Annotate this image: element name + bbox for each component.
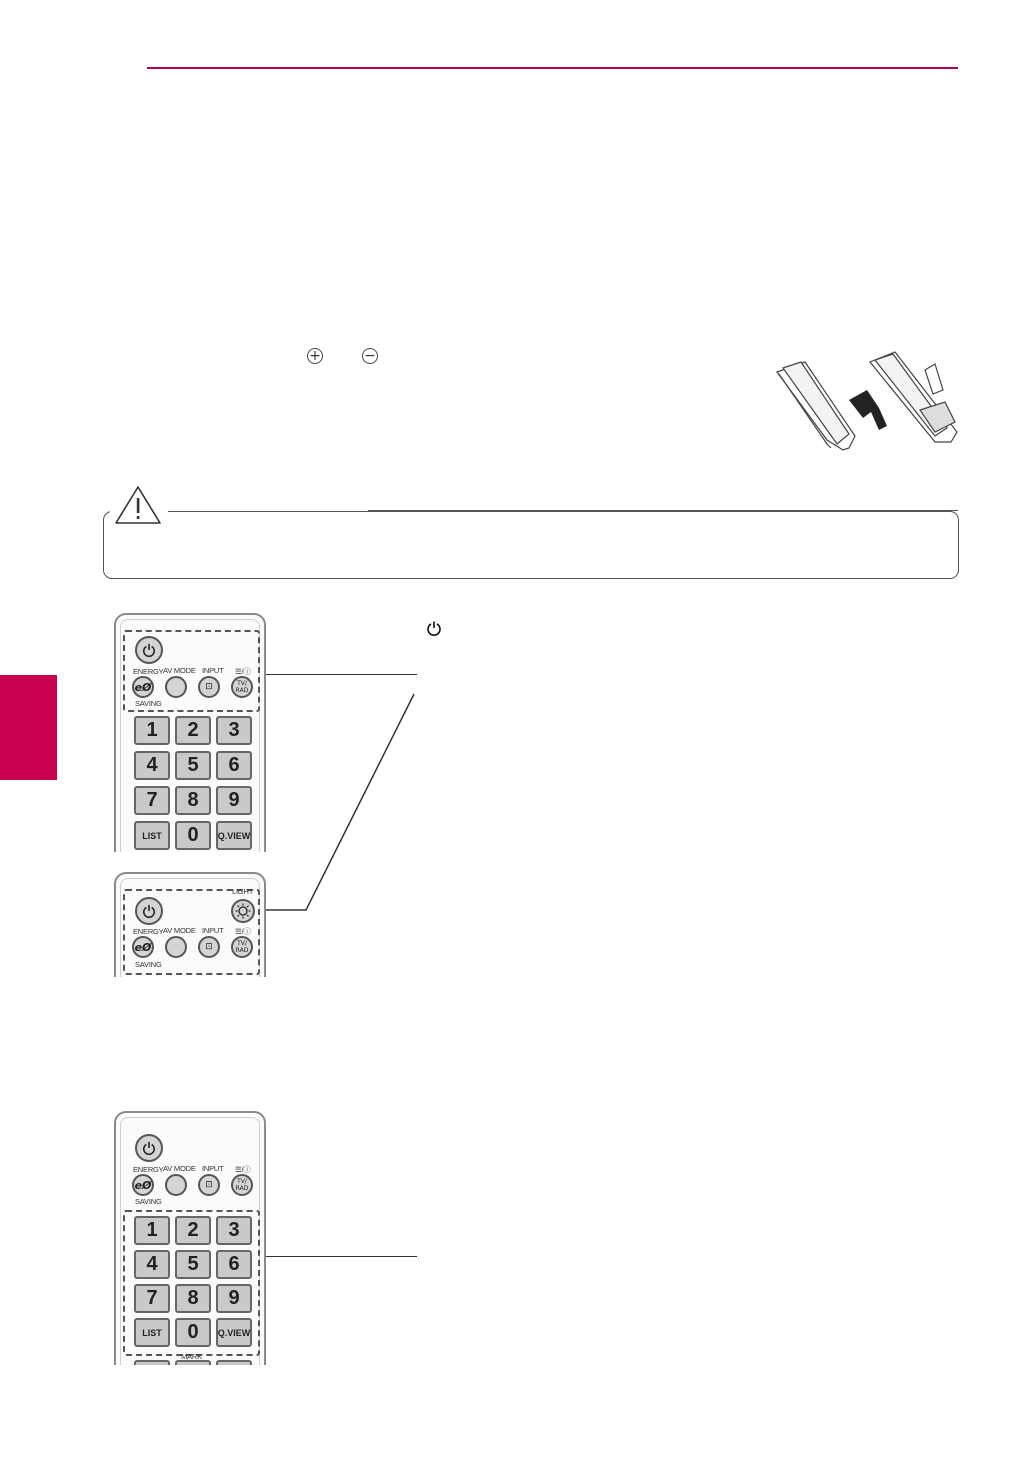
tvrad-button[interactable]: TV/ RAD [231,676,253,698]
plus-polarity-icon: + [307,348,323,364]
key-9[interactable]: 9 [216,786,252,815]
power-icon [142,1141,156,1155]
key-list[interactable]: LIST [134,821,170,850]
energy-label: ENERGY [133,667,164,676]
top-buttons-dashed-frame [123,630,260,712]
energy-label: ENERGY [133,1165,164,1174]
key-9[interactable]: 9 [216,1284,252,1313]
key-partial-left[interactable] [134,1360,170,1365]
key-2[interactable]: 2 [175,716,211,745]
caution-box [103,511,959,579]
minus-polarity-icon: − [362,348,378,364]
top-buttons-dashed-frame [123,889,260,975]
mark-label: MARK [181,1352,202,1361]
power-icon [427,621,441,636]
remote-middle: LIGHT ENERGY AV MODE INPUT ☰/ⓘ eØ ⊡ TV/ … [113,871,267,977]
input-icon: ⊡ [205,1180,213,1190]
number-keys-dashed-frame [123,1210,260,1356]
power-button[interactable] [135,1134,163,1162]
battery-install-illustration [776,351,958,451]
input-label: INPUT [202,666,224,675]
key-3[interactable]: 3 [216,716,252,745]
energy-saving-icon: eØ [134,940,152,954]
key-6[interactable]: 6 [216,751,252,780]
power-icon [142,904,156,918]
warning-triangle-icon [115,486,161,524]
key-qview[interactable]: Q.VIEW [216,1318,252,1347]
input-button[interactable]: ⊡ [198,1174,220,1196]
tvrad-top-label: ☰/ⓘ [235,667,251,676]
caution-title-rule [368,510,958,511]
saving-label: SAVING [135,960,162,969]
key-7[interactable]: 7 [134,786,170,815]
input-button[interactable]: ⊡ [198,936,220,958]
input-label: INPUT [202,926,224,935]
tvrad-top-label: ☰/ⓘ [235,1165,251,1174]
key-2[interactable]: 2 [175,1216,211,1245]
key-3[interactable]: 3 [216,1216,252,1245]
input-icon: ⊡ [205,942,213,952]
key-8[interactable]: 8 [175,786,211,815]
saving-label: SAVING [135,699,162,708]
avmode-button[interactable] [165,1174,187,1196]
light-label: LIGHT [232,887,254,896]
remote-bottom: ENERGY AV MODE INPUT ☰/ⓘ eØ ⊡ TV/ RAD SA… [113,1110,267,1365]
caution-icon-backdrop [110,483,168,529]
key-4[interactable]: 4 [134,751,170,780]
input-button[interactable]: ⊡ [198,676,220,698]
header-rule [147,67,958,69]
avmode-label: AV MODE [163,926,196,935]
key-qview[interactable]: Q.VIEW [216,821,252,850]
key-0[interactable]: 0 [175,821,211,850]
energy-saving-button[interactable]: eØ [132,936,154,958]
avmode-button[interactable] [165,936,187,958]
power-button[interactable] [135,897,163,925]
key-6[interactable]: 6 [216,1250,252,1279]
key-1[interactable]: 1 [134,1216,170,1245]
key-8[interactable]: 8 [175,1284,211,1313]
saving-label: SAVING [135,1197,162,1206]
key-5[interactable]: 5 [175,751,211,780]
energy-label: ENERGY [133,927,164,936]
light-button[interactable] [231,899,255,923]
input-icon: ⊡ [205,682,213,692]
light-bulb-icon [235,903,251,919]
avmode-label: AV MODE [163,666,196,675]
tvrad-button[interactable]: TV/ RAD [231,936,253,958]
remote-top: ENERGY AV MODE INPUT ☰/ⓘ eØ ⊡ TV/ RAD SA… [113,612,267,852]
energy-saving-icon: eØ [134,1178,152,1192]
key-0[interactable]: 0 [175,1318,211,1347]
leader-line-numbers [262,1256,417,1257]
key-7[interactable]: 7 [134,1284,170,1313]
leader-line-top [262,674,417,675]
key-1[interactable]: 1 [134,716,170,745]
key-partial-middle[interactable] [175,1360,211,1365]
key-partial-right[interactable] [216,1360,252,1365]
avmode-button[interactable] [165,676,187,698]
power-icon [142,643,156,657]
tvrad-top-label: ☰/ⓘ [235,927,251,936]
chapter-side-tab [0,675,57,780]
key-list[interactable]: LIST [134,1318,170,1347]
input-label: INPUT [202,1164,224,1173]
key-5[interactable]: 5 [175,1250,211,1279]
key-4[interactable]: 4 [134,1250,170,1279]
energy-saving-icon: eØ [134,680,152,694]
power-button[interactable] [135,636,163,664]
energy-saving-button[interactable]: eØ [132,1174,154,1196]
leader-line-light [262,693,415,911]
energy-saving-button[interactable]: eØ [132,676,154,698]
avmode-label: AV MODE [163,1164,196,1173]
tvrad-button[interactable]: TV/ RAD [231,1174,253,1196]
